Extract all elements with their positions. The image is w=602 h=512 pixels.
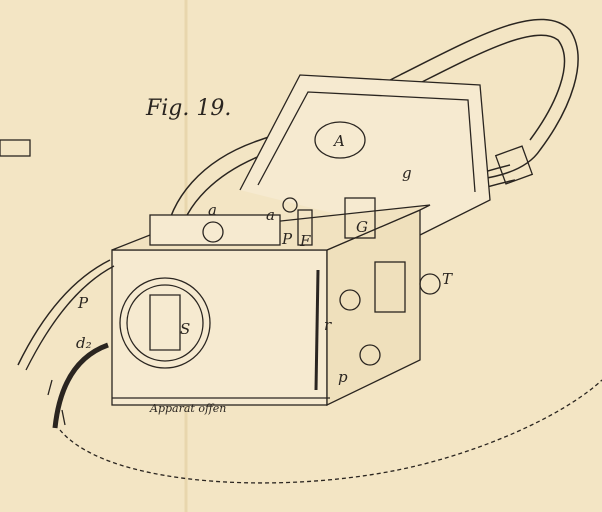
- lid-disc: [314, 121, 366, 159]
- lid: [239, 74, 491, 236]
- label-p-lower: p: [338, 368, 348, 386]
- label-p-upper: P: [281, 230, 293, 248]
- label-lid: A: [332, 132, 345, 150]
- label-d2: d₂: [76, 334, 92, 352]
- label-g: g: [402, 164, 412, 182]
- pipe-stub: [0, 139, 31, 157]
- label-g-upper: G: [356, 218, 368, 236]
- figure-caption: Apparat offen: [150, 402, 227, 415]
- dashed-line: [59, 379, 602, 484]
- dial-s: [119, 277, 211, 369]
- label-a2: a: [266, 206, 275, 224]
- label-f: F: [299, 232, 311, 250]
- cord-p: [17, 259, 111, 366]
- label-a1: a: [208, 201, 217, 219]
- label-t: T: [442, 270, 453, 288]
- label-p-left: P: [77, 294, 89, 312]
- label-s: S: [180, 320, 190, 338]
- box-front: [111, 249, 328, 406]
- carry-strap: [164, 18, 579, 241]
- knob-t: [419, 273, 441, 295]
- cord-d2: [52, 342, 109, 429]
- figure-title: Fig. 19.: [146, 96, 232, 121]
- label-r: r: [324, 316, 332, 334]
